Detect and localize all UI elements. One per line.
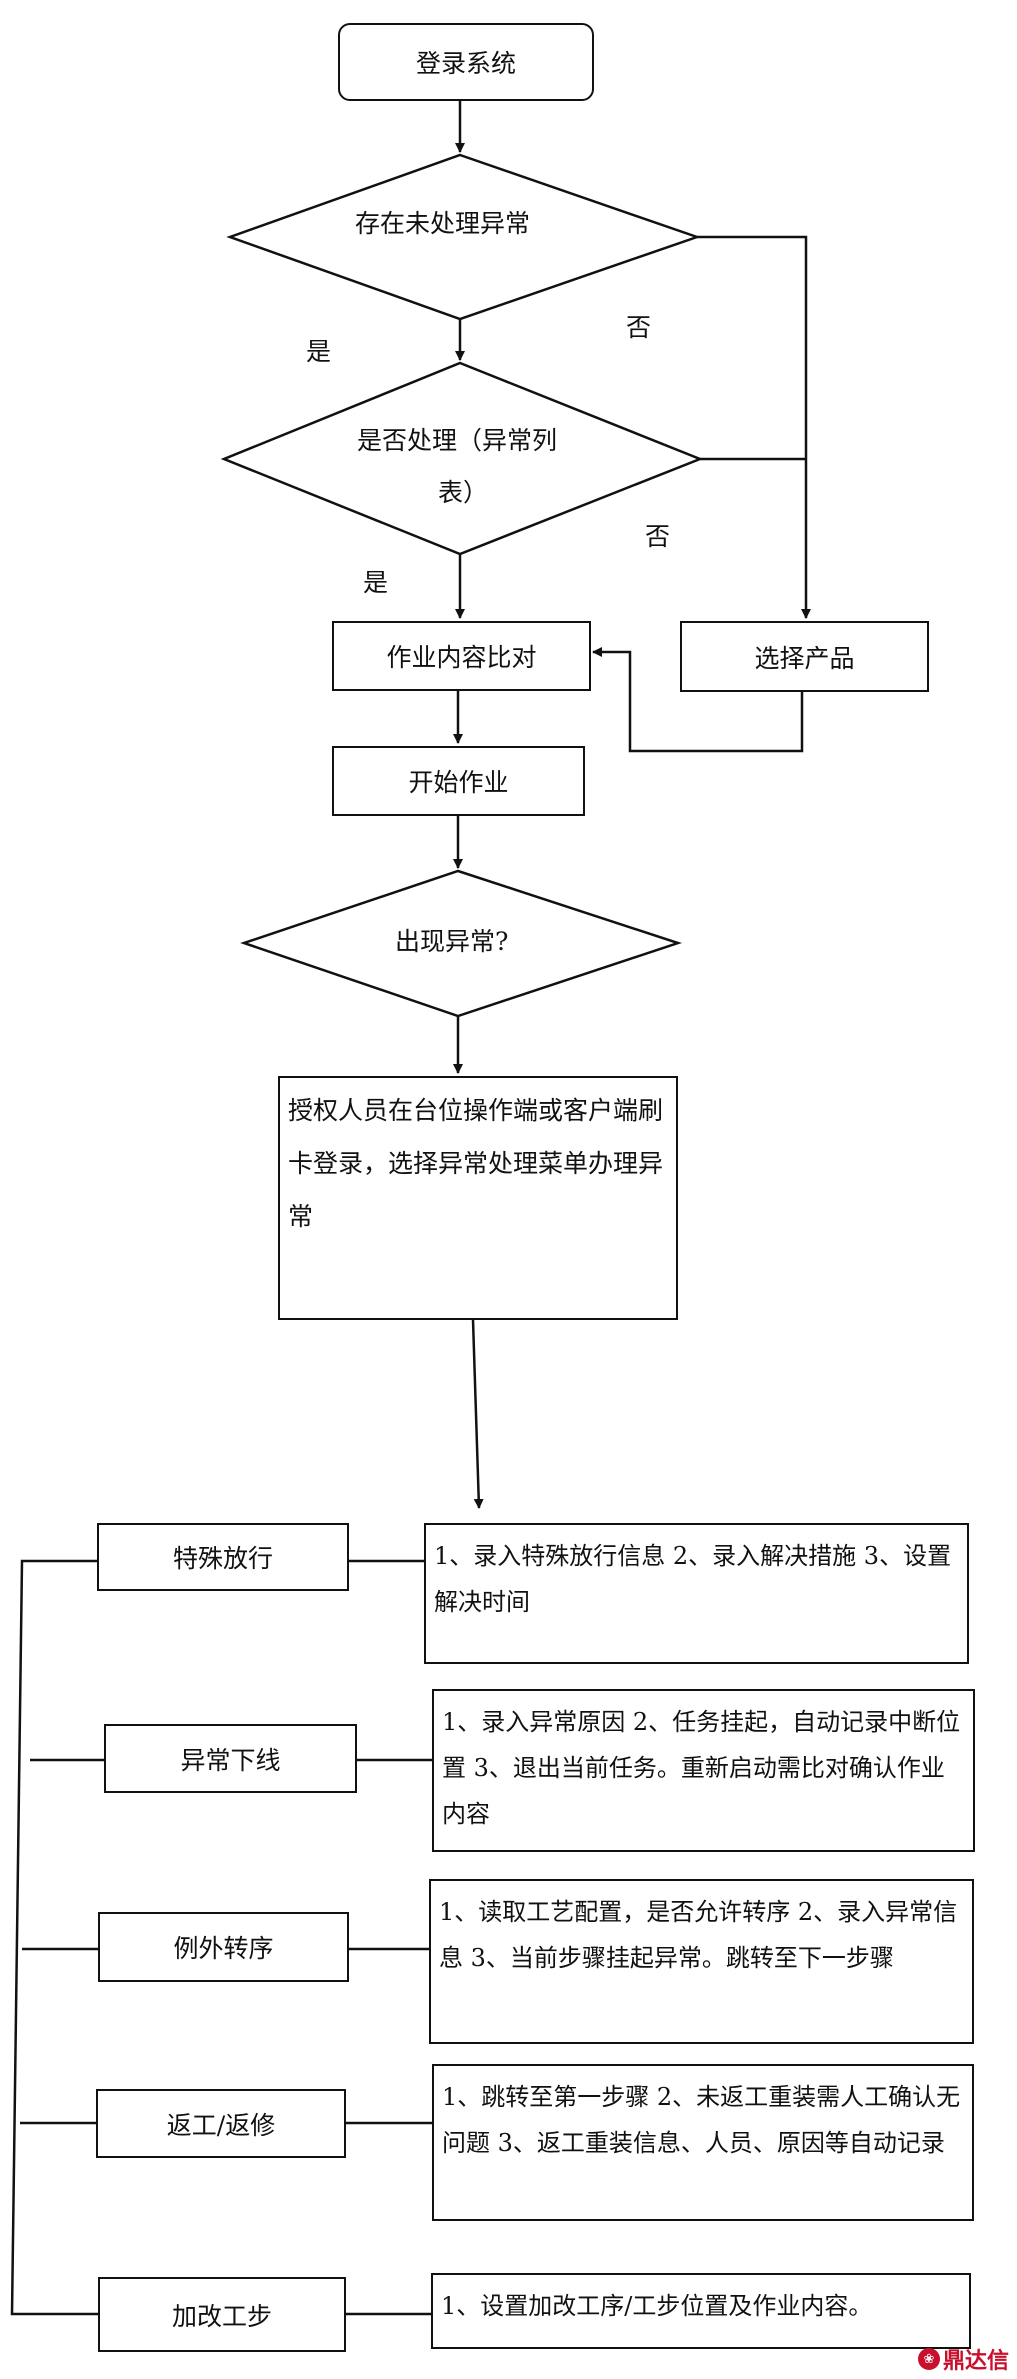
compare-box: 作业内容比对 [332, 621, 591, 691]
handler-desc-rework: 1、跳转至第一步骤 2、未返工重装需人工确认无问题 3、返工重装信息、人员、原因… [432, 2064, 974, 2221]
select-product-box: 选择产品 [680, 621, 929, 692]
exception-label: 出现异常? [395, 927, 509, 956]
handler-box-special-release: 特殊放行 [97, 1523, 349, 1591]
process-label-line2: 表） [438, 478, 489, 507]
handler-box-exception-transfer: 例外转序 [98, 1912, 349, 1982]
handler-desc-add-step: 1、设置加改工序/工步位置及作业内容。 [431, 2273, 971, 2349]
edge-label-yes-2: 是 [363, 568, 389, 597]
login-label: 登录系统 [415, 49, 516, 78]
handler-label: 异常下线 [180, 1745, 281, 1775]
unhandled-label: 存在未处理异常 [355, 209, 531, 238]
login-box: 登录系统 [338, 23, 594, 101]
edge-label-yes-1: 是 [306, 337, 332, 366]
start-box: 开始作业 [332, 746, 585, 816]
handler-box-offline: 异常下线 [104, 1724, 357, 1793]
start-label: 开始作业 [408, 768, 509, 797]
process-label-line1: 是否处理（异常列 [357, 426, 558, 455]
decision-process [220, 361, 704, 556]
handler-label: 例外转序 [173, 1934, 274, 1963]
edge-label-no-2: 否 [645, 522, 671, 551]
handler-label: 特殊放行 [172, 1544, 273, 1573]
handler-desc-text: 1、录入特殊放行信息 2、录入解决措施 3、设置解决时间 [434, 1542, 952, 1616]
handler-box-add-step: 加改工步 [98, 2277, 346, 2352]
handler-box-rework: 返工/返修 [96, 2089, 346, 2158]
handler-desc-special-release: 1、录入特殊放行信息 2、录入解决措施 3、设置解决时间 [424, 1523, 969, 1664]
handler-desc-offline: 1、录入异常原因 2、任务挂起，自动记录中断位置 3、退出当前任务。重新启动需比… [432, 1689, 975, 1852]
handler-desc-exception-transfer: 1、读取工艺配置，是否允许转序 2、录入异常信息 3、当前步骤挂起异常。跳转至下… [429, 1879, 974, 2044]
authorize-label: 授权人员在台位操作端或客户端刷卡登录，选择异常处理菜单办理异常 [288, 1096, 664, 1231]
handler-desc-text: 1、录入异常原因 2、任务挂起，自动记录中断位置 3、退出当前任务。重新启动需比… [442, 1708, 961, 1828]
compare-label: 作业内容比对 [386, 643, 537, 672]
edge-label-no-1: 否 [626, 313, 652, 342]
logo-icon: ❀ [917, 2348, 940, 2370]
watermark-text: 鼎达信 [942, 2349, 1009, 2374]
authorize-box: 授权人员在台位操作端或客户端刷卡登录，选择异常处理菜单办理异常 [278, 1076, 678, 1320]
watermark-logo: ❀ 鼎达信 [917, 2343, 1009, 2375]
handler-desc-text: 1、跳转至第一步骤 2、未返工重装需人工确认无问题 3、返工重装信息、人员、原因… [442, 2083, 961, 2157]
handler-label: 返工/返修 [166, 2110, 276, 2140]
handler-desc-text: 1、设置加改工序/工步位置及作业内容。 [441, 2292, 873, 2320]
select-product-label: 选择产品 [754, 643, 855, 673]
handler-desc-text: 1、读取工艺配置，是否允许转序 2、录入异常信息 3、当前步骤挂起异常。跳转至下… [439, 1898, 958, 1972]
handler-label: 加改工步 [171, 2301, 272, 2331]
